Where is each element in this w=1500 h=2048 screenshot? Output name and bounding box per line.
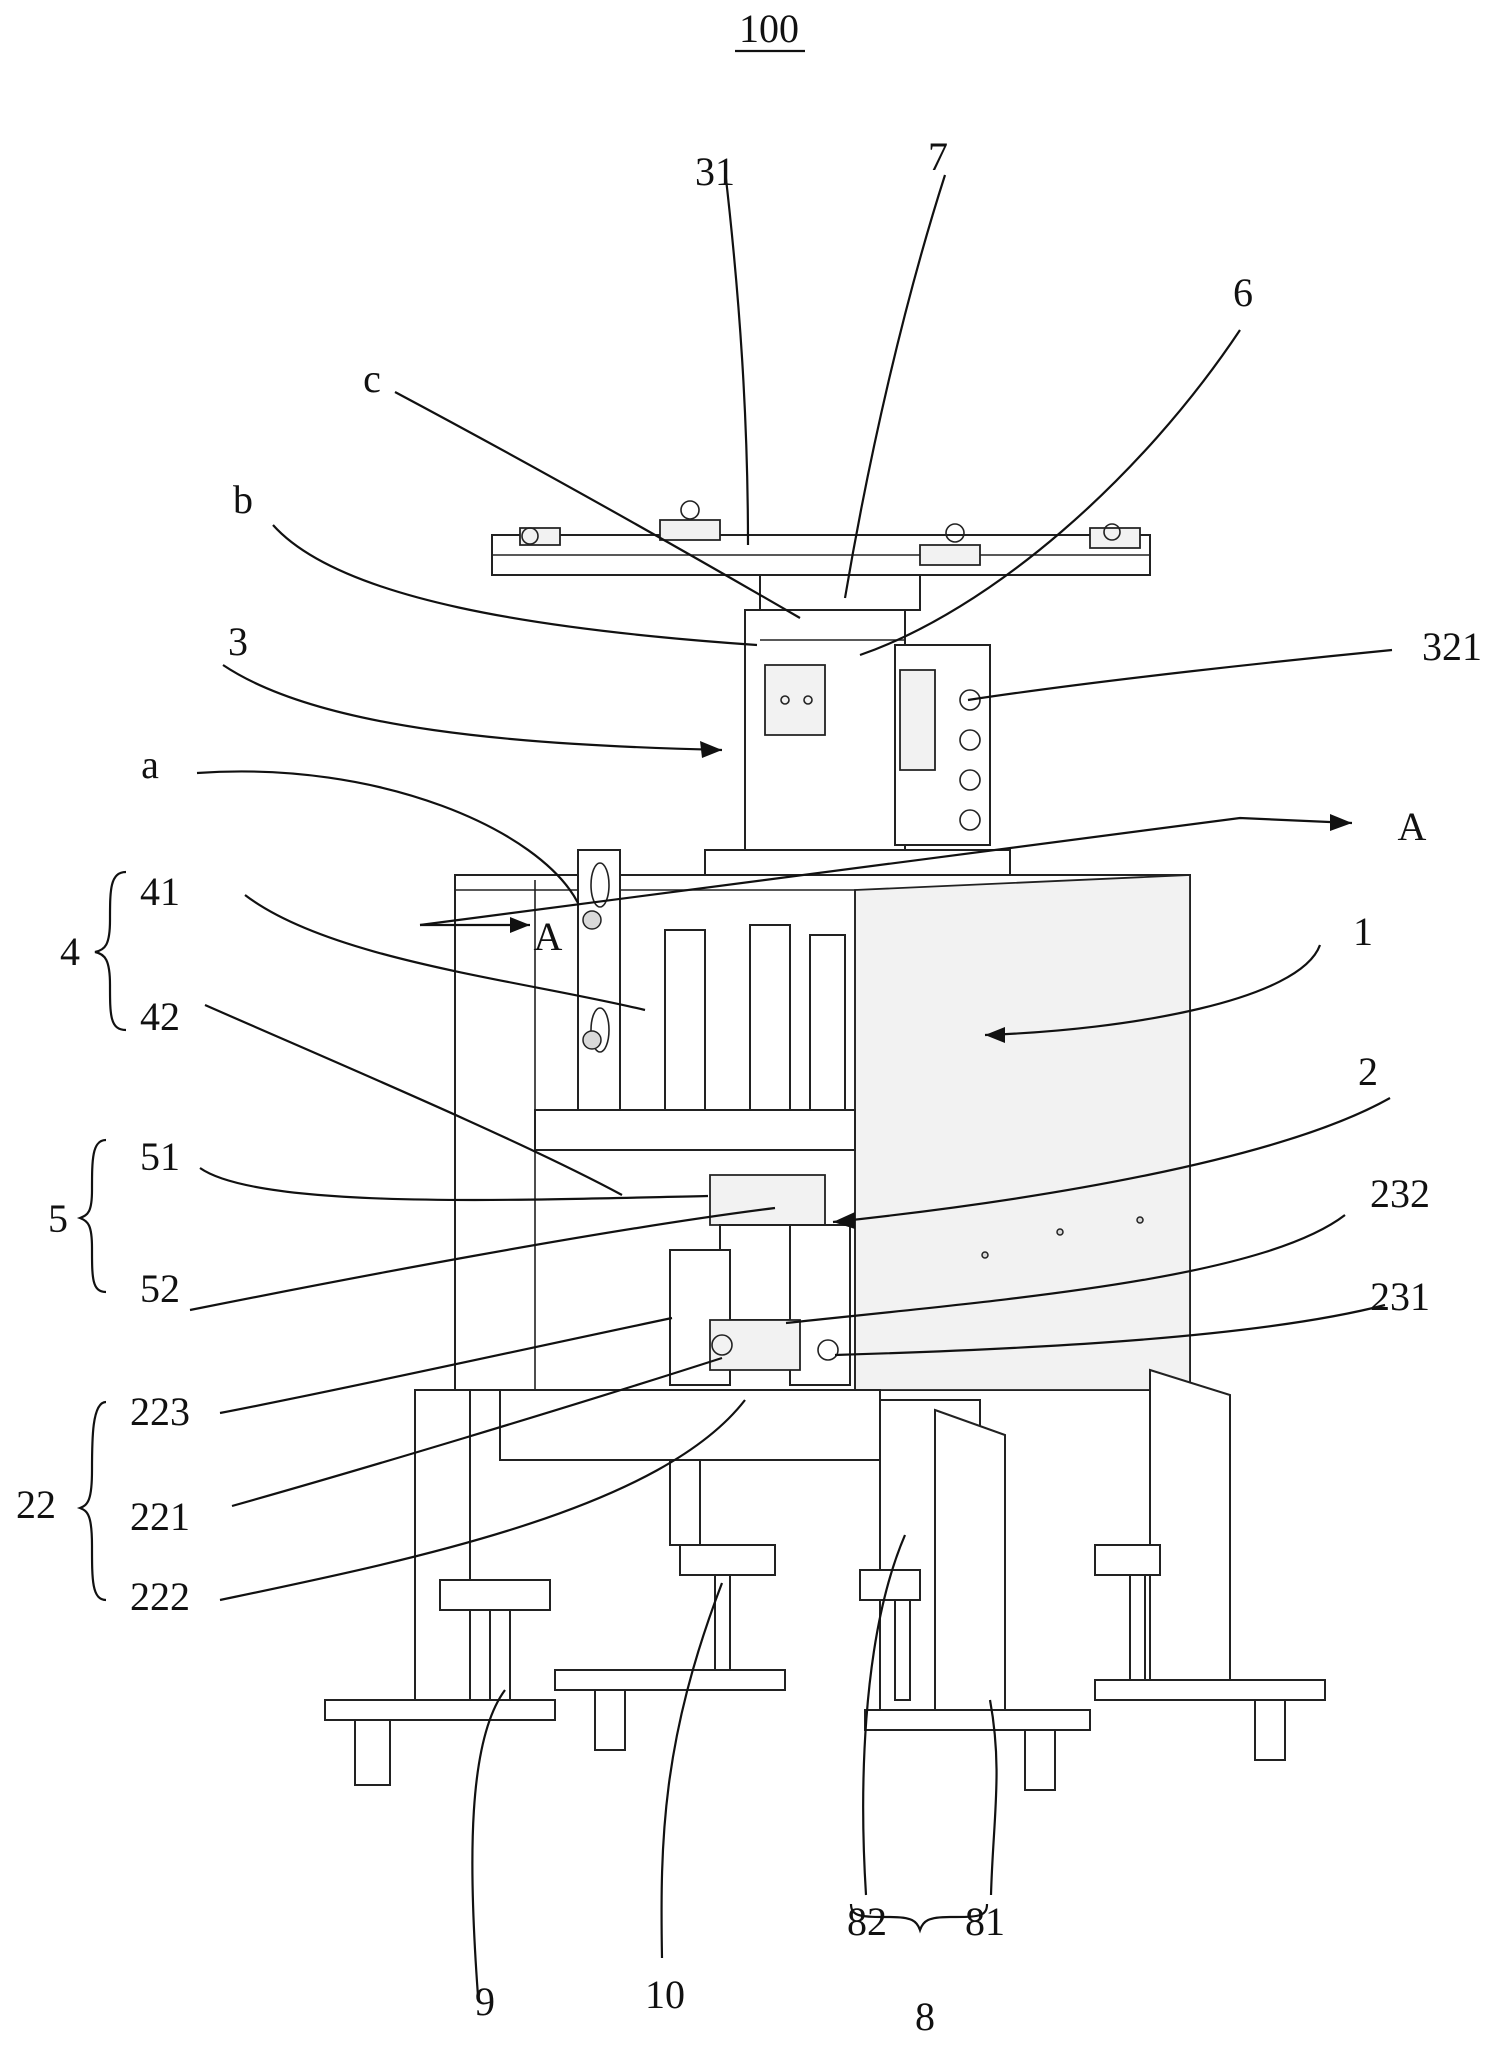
leader-42 bbox=[204, 1003, 623, 1196]
reference-labels: 31 7 6 c b 3 321 a A A 4 41 42 1 2 5 51 … bbox=[16, 134, 1482, 2039]
label-7: 7 bbox=[928, 134, 948, 179]
label-b: b bbox=[233, 477, 253, 522]
label-8: 8 bbox=[915, 1994, 935, 2039]
leader-6 bbox=[859, 329, 1241, 657]
label-41: 41 bbox=[140, 869, 180, 914]
label-31: 31 bbox=[695, 149, 735, 194]
brace-8 bbox=[849, 1903, 989, 1934]
label-a: a bbox=[141, 742, 159, 787]
leader-41 bbox=[244, 894, 646, 1012]
label-3: 3 bbox=[228, 619, 248, 664]
label-231: 231 bbox=[1370, 1274, 1430, 1319]
label-10: 10 bbox=[645, 1972, 685, 2017]
leader-9 bbox=[471, 1689, 506, 1997]
leader-321 bbox=[967, 648, 1393, 702]
leader-7 bbox=[843, 174, 947, 599]
leader-52 bbox=[189, 1206, 776, 1312]
label-4: 4 bbox=[60, 929, 80, 974]
label-A-right: A bbox=[1398, 804, 1427, 849]
leader-221 bbox=[231, 1356, 723, 1508]
leader-c bbox=[394, 391, 801, 619]
label-A-left: A bbox=[534, 914, 563, 959]
label-2: 2 bbox=[1358, 1049, 1378, 1094]
brace-4 bbox=[94, 870, 127, 1032]
leader-10 bbox=[660, 1582, 724, 1959]
label-81: 81 bbox=[965, 1899, 1005, 1944]
label-5: 5 bbox=[48, 1196, 68, 1241]
label-42: 42 bbox=[140, 994, 180, 1039]
label-223: 223 bbox=[130, 1389, 190, 1434]
leader-223 bbox=[219, 1316, 673, 1415]
leader-A-right bbox=[419, 816, 1353, 927]
top-plate bbox=[491, 500, 1151, 576]
clamp-assembly bbox=[499, 1174, 881, 1461]
leader-222 bbox=[219, 1399, 746, 1602]
label-321: 321 bbox=[1422, 624, 1482, 669]
label-c: c bbox=[363, 356, 381, 401]
leader-3 bbox=[222, 664, 723, 752]
label-232: 232 bbox=[1370, 1171, 1430, 1216]
guide-posts bbox=[534, 849, 856, 1151]
label-52: 52 bbox=[140, 1266, 180, 1311]
leader-b bbox=[272, 524, 758, 647]
label-6: 6 bbox=[1233, 270, 1253, 315]
leader-82 bbox=[862, 1534, 907, 1896]
braces bbox=[76, 870, 989, 1934]
machine-drawing bbox=[324, 500, 1326, 1791]
leader-231 bbox=[834, 1303, 1386, 1357]
leader-a bbox=[196, 770, 579, 904]
side-block bbox=[894, 644, 991, 846]
label-82: 82 bbox=[847, 1899, 887, 1944]
brace-22 bbox=[76, 1400, 107, 1602]
leader-31 bbox=[723, 169, 750, 546]
arrow-heads bbox=[510, 741, 1352, 1229]
label-22: 22 bbox=[16, 1482, 56, 1527]
label-221: 221 bbox=[130, 1494, 190, 1539]
brace-5 bbox=[76, 1138, 107, 1294]
label-51: 51 bbox=[140, 1134, 180, 1179]
label-1: 1 bbox=[1353, 909, 1373, 954]
support-legs bbox=[324, 1368, 1326, 1791]
leader-81 bbox=[988, 1699, 998, 1896]
leader-51 bbox=[199, 1167, 709, 1202]
leader-1 bbox=[984, 944, 1322, 1037]
leader-232 bbox=[785, 1214, 1346, 1325]
leader-2 bbox=[832, 1097, 1391, 1224]
label-9: 9 bbox=[475, 1979, 495, 2024]
figure-number: 100 bbox=[739, 6, 799, 51]
label-222: 222 bbox=[130, 1574, 190, 1619]
